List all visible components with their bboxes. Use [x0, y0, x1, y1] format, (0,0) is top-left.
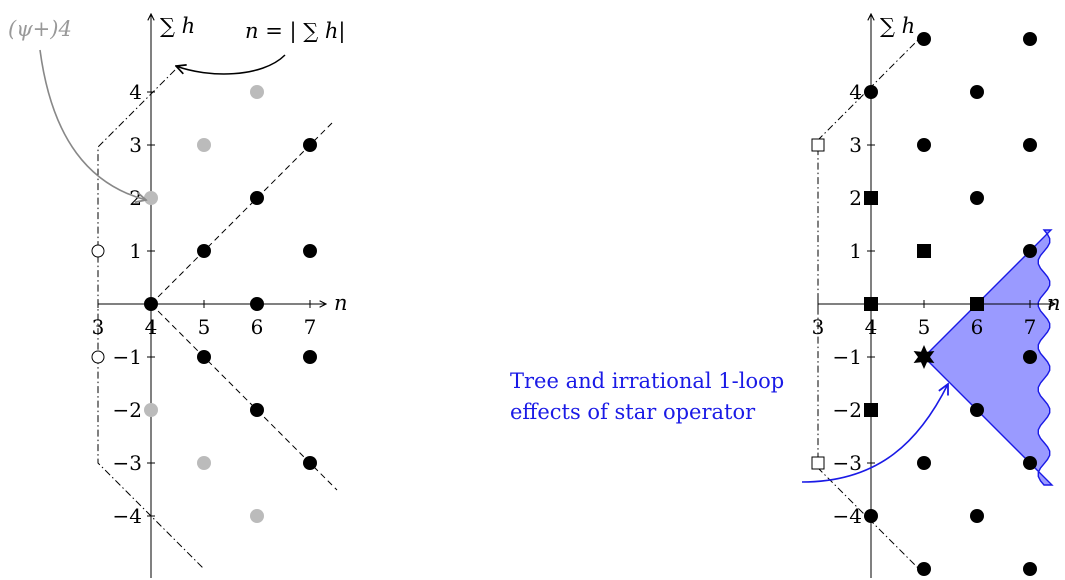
left-dashed-diagonal-up — [150, 122, 333, 305]
right-y-tick-label--1: −1 — [833, 345, 862, 369]
right-x-tick-label-6: 6 — [971, 315, 984, 339]
left-axes — [97, 14, 326, 578]
left-x-tick-label-5: 5 — [198, 315, 211, 339]
right-point-open-square-n3-h3 — [811, 138, 825, 152]
left-point-gray-n6-h-4 — [250, 509, 264, 523]
left-point-black-n6-h-2 — [250, 403, 264, 417]
left-y-tick-label--1: −1 — [113, 345, 142, 369]
left-y-tick-label--3: −3 — [113, 451, 142, 475]
right-y-tick-label--4: −4 — [833, 504, 862, 528]
left-point-black-n7-h1 — [303, 244, 317, 258]
right-point-black-n4-h-4 — [864, 509, 878, 523]
left-point-open-circle-n3-h-1 — [91, 350, 105, 364]
left-point-black-n7-h3 — [303, 138, 317, 152]
left-point-black-n5-h-1 — [197, 350, 211, 364]
right-y-tick-label-4: 4 — [849, 80, 862, 104]
left-y-tick-label-3: 3 — [129, 133, 142, 157]
right-point-square-n6-h0 — [970, 297, 984, 311]
right-point-black-n6-h-2 — [970, 403, 984, 417]
right-point-black-n5-h3 — [917, 138, 931, 152]
left-point-gray-n5-h3 — [197, 138, 211, 152]
right-y-tick-label-3: 3 — [849, 133, 862, 157]
left-x-axis-label: n — [334, 291, 348, 315]
right-point-square-n4-h0 — [864, 297, 878, 311]
left-y-tick-label--2: −2 — [113, 398, 142, 422]
left-point-black-n7-h-1 — [303, 350, 317, 364]
left-point-gray-n5-h-3 — [197, 456, 211, 470]
left-points — [91, 85, 317, 523]
left-x-tick-label-6: 6 — [251, 315, 264, 339]
right-x-tick-label-5: 5 — [918, 315, 931, 339]
left-y-tick-label--4: −4 — [113, 504, 142, 528]
left-point-gray-n4-h2 — [144, 191, 158, 205]
right-point-black-n5-h-3 — [917, 456, 931, 470]
right-point-black-n6-h2 — [970, 191, 984, 205]
right-x-tick-label-4: 4 — [865, 315, 878, 339]
right-point-black-n7-h-3 — [1023, 456, 1037, 470]
formula-label: n = | ∑ h| — [245, 19, 346, 44]
left-y-axis-label: ∑ h — [160, 14, 195, 38]
operator-label: (ψ+)4 — [8, 17, 72, 41]
left-dashed-diagonal-down — [150, 303, 338, 491]
right-panel: 3 4 5 6 7 4 3 2 1 −1 −2 −3 −4 ∑ h n — [801, 14, 1061, 578]
left-x-tick-label-7: 7 — [304, 315, 317, 339]
right-x-axis-label: n — [1047, 291, 1061, 315]
left-point-black-n4-h0 — [144, 297, 158, 311]
left-point-black-n6-h0 — [250, 297, 264, 311]
left-point-gray-n4-h-2 — [144, 403, 158, 417]
left-x-tick-label-3: 3 — [92, 315, 105, 339]
operator-arrow — [39, 49, 146, 200]
right-points — [811, 32, 1037, 576]
right-point-black-n7-h-5 — [1023, 562, 1037, 576]
left-y-tick-label-4: 4 — [129, 80, 142, 104]
right-y-tick-label--2: −2 — [833, 398, 862, 422]
right-y-tick-label--3: −3 — [833, 451, 862, 475]
left-point-black-n7-h-3 — [303, 456, 317, 470]
right-point-open-square-n3-h-3 — [811, 456, 825, 470]
left-y-tick-label-1: 1 — [129, 239, 142, 263]
left-point-black-n6-h2 — [250, 191, 264, 205]
right-point-square-n4-h2 — [864, 191, 878, 205]
right-point-black-n7-h1 — [1023, 244, 1037, 258]
left-point-gray-n6-h4 — [250, 85, 264, 99]
right-point-black-n6-h-4 — [970, 509, 984, 523]
right-point-square-n5-h1 — [917, 244, 931, 258]
left-x-tick-label-4: 4 — [145, 315, 158, 339]
right-point-black-n7-h5 — [1023, 32, 1037, 46]
right-point-black-n6-h4 — [970, 85, 984, 99]
left-point-open-circle-n3-h1 — [91, 244, 105, 258]
star-region — [923, 229, 1054, 486]
right-point-black-n4-h4 — [864, 85, 878, 99]
right-point-square-n4-h-2 — [864, 403, 878, 417]
right-y-tick-label-1: 1 — [849, 239, 862, 263]
formula-arrow — [176, 54, 286, 75]
annotation-arrow — [801, 384, 948, 483]
right-point-star-n5-h-1 — [913, 345, 935, 369]
right-point-black-n7-h-1 — [1023, 350, 1037, 364]
right-point-black-n5-h-5 — [917, 562, 931, 576]
right-point-black-n5-h5 — [917, 32, 931, 46]
right-x-tick-label-7: 7 — [1024, 315, 1037, 339]
right-y-axis-label: ∑ h — [880, 14, 915, 38]
star-operator-annotation: Tree and irrational 1-loop effects of st… — [510, 369, 785, 424]
right-point-black-n7-h3 — [1023, 138, 1037, 152]
right-x-tick-label-3: 3 — [812, 315, 825, 339]
right-tick-labels: 3 4 5 6 7 4 3 2 1 −1 −2 −3 −4 — [812, 80, 1037, 528]
right-y-tick-label-2: 2 — [849, 186, 862, 210]
left-point-black-n5-h1 — [197, 244, 211, 258]
